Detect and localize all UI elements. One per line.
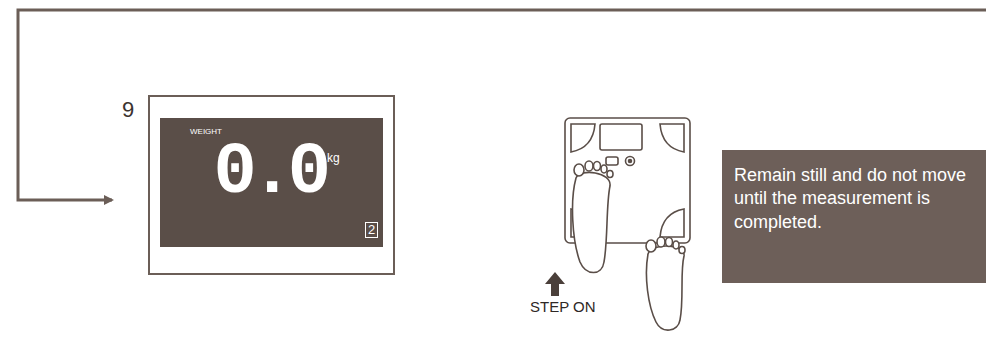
scale-drawing: [565, 118, 690, 243]
foot-left: [573, 161, 613, 273]
user-number: 2: [365, 222, 378, 238]
instruction-band: Remain still and do not move until the m…: [722, 150, 986, 283]
display-screen: WEIGHT0.0kg2: [160, 118, 383, 247]
step-number: 9: [122, 97, 134, 122]
display-frame: WEIGHT0.0kg29: [148, 95, 395, 275]
step-on-label: STEP ON: [530, 298, 596, 315]
foot-right: [646, 237, 685, 330]
unit-label: kg: [327, 152, 340, 166]
step-arrow: [545, 272, 565, 296]
instruction-text: Remain still and do not move until the m…: [734, 164, 976, 234]
weight-value: 0.0: [213, 132, 325, 215]
